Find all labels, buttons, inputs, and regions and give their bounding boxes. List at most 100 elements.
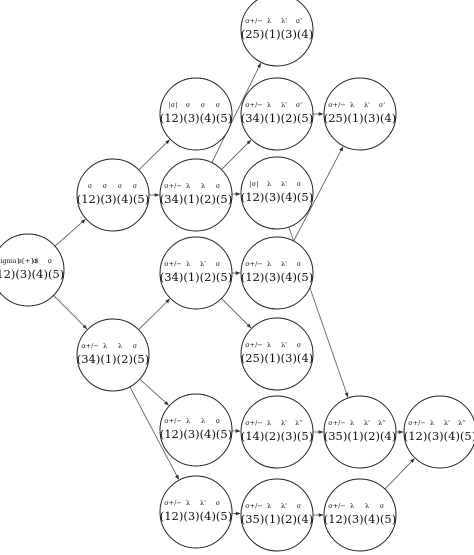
node-top-symbol: σ	[216, 260, 221, 268]
node-label: (35)(1)(2)(4)	[241, 512, 313, 526]
node-top-symbol: σ	[33, 257, 38, 265]
node-circle	[0, 233, 65, 307]
node-label: (12)(3)(4)(5)	[160, 509, 232, 523]
node-top-symbol: σ	[18, 257, 23, 265]
node-top-symbol: σ	[297, 341, 302, 349]
node-top-symbol: σ+/−	[164, 182, 182, 190]
edge-n10-n13	[221, 298, 252, 329]
node-top-symbol: σ'	[296, 17, 302, 25]
node-label: (12)(3)(4)(5)	[160, 427, 232, 441]
node-top-symbol: σ+/−	[245, 101, 263, 109]
node-circle	[240, 236, 314, 310]
edge-n2-n4	[138, 139, 170, 171]
node-top-symbol: σ	[380, 502, 385, 510]
node-label: (25)(1)(3)(4)	[324, 111, 396, 125]
node-label: (12)(3)(4)(5)	[160, 111, 232, 125]
node-top-symbol: λ''	[458, 419, 466, 427]
node-label: (12)(3)(4)(5)	[241, 190, 313, 204]
node-top-symbol: σ+/−	[245, 419, 263, 427]
node-label: (35)(1)(2)(4)	[324, 429, 396, 443]
node-top-symbol: σ+/−	[164, 260, 182, 268]
node-top-symbol: λ'	[281, 180, 287, 188]
node-top-symbol: λ	[201, 417, 205, 425]
node-top-symbol: σ'	[296, 101, 302, 109]
node-top-symbol: λ	[186, 499, 190, 507]
node-top-symbol: σ+/−	[328, 101, 346, 109]
node-circle	[323, 77, 397, 151]
node-top-symbol: σ+/−	[81, 342, 99, 350]
node-top-symbol: λ	[103, 342, 107, 350]
node-top-symbol: $\frac{\sigma}{+}$	[0, 257, 39, 265]
edge-n3-n9	[211, 62, 262, 163]
node-top-symbol: λ	[350, 502, 354, 510]
node-top-symbol: λ'	[281, 260, 287, 268]
node-top-symbol: σ	[103, 182, 108, 190]
node-top-symbol: λ	[186, 260, 190, 268]
node-top-symbol: σ+/−	[164, 499, 182, 507]
node-label: (12)(3)(4)(5)	[241, 270, 313, 284]
edge-n1-n2	[54, 219, 86, 247]
node-top-symbol: λ'	[364, 101, 370, 109]
node-circle	[159, 393, 233, 467]
node-top-symbol: σ+/−	[245, 341, 263, 349]
node-top-symbol: λ	[267, 180, 271, 188]
node-top-symbol: λ'	[364, 419, 370, 427]
node-label: (25)(1)(3)(4)	[241, 351, 313, 365]
node-top-symbol: σ	[297, 260, 302, 268]
node-top-symbol: λ	[186, 182, 190, 190]
node-top-symbol: λ	[350, 101, 354, 109]
edge-n6-n14	[129, 386, 180, 480]
node-top-symbol: λ	[267, 17, 271, 25]
node-top-symbol: σ+/−	[164, 417, 182, 425]
node-circle	[76, 318, 150, 392]
node-top-symbol: σ+/−	[245, 17, 263, 25]
node-circle	[240, 478, 314, 552]
node-top-symbol: λ	[118, 342, 122, 350]
node-circle	[403, 395, 474, 469]
node-top-symbol: λ'	[281, 502, 287, 510]
node-top-symbol: λ'	[281, 17, 287, 25]
node-top-symbol: σ	[133, 342, 138, 350]
node-top-symbol: λ	[365, 502, 369, 510]
edge-n18-n19	[384, 458, 415, 490]
node-top-symbol: σ	[216, 101, 221, 109]
node-top-symbol: σ	[297, 502, 302, 510]
node-circle	[159, 77, 233, 151]
node-top-symbol: σ	[216, 182, 221, 190]
node-top-symbol: σ	[216, 417, 221, 425]
node-top-symbol: σ+/−	[408, 419, 426, 427]
node-top-symbol: σ+/−	[328, 419, 346, 427]
node-circle	[240, 317, 314, 391]
node-top-symbol: σ+/−	[245, 502, 263, 510]
node-circle	[159, 158, 233, 232]
edges-layer	[53, 62, 415, 517]
node-label: (34)(1)(2)(5)	[241, 111, 313, 125]
node-top-symbol: λ	[201, 182, 205, 190]
node-circle	[323, 478, 397, 552]
node-top-symbol: λ	[267, 502, 271, 510]
node-top-symbol: |σ|	[250, 180, 259, 188]
edge-n6-n10	[138, 298, 171, 330]
node-circle	[240, 0, 314, 67]
node-top-symbol: σ	[186, 101, 191, 109]
node-top-symbol: σ	[133, 182, 138, 190]
node-circle	[76, 158, 150, 232]
node-top-symbol: λ'	[200, 499, 206, 507]
edge-n1-n6	[53, 295, 88, 330]
node-top-symbol: λ''	[295, 419, 303, 427]
node-top-symbol: λ'	[281, 341, 287, 349]
node-top-symbol: σ+/−	[245, 260, 263, 268]
